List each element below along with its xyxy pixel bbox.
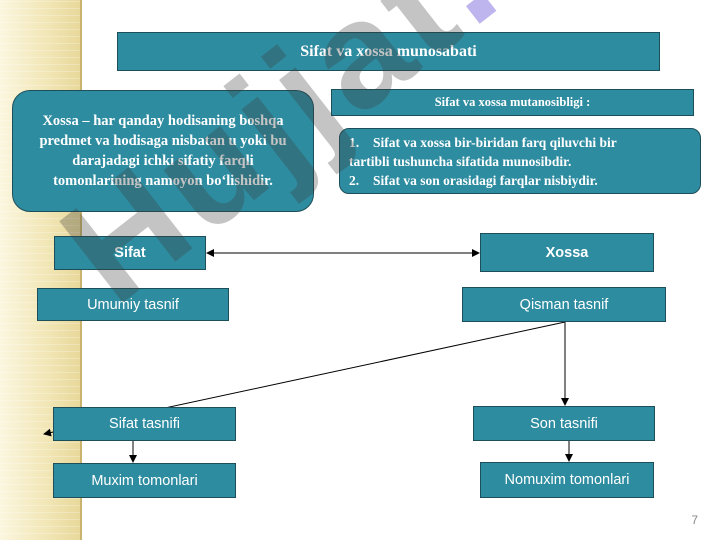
definition-line-1: Xossa – har qanday hodisaning boshqa (42, 113, 284, 129)
node-umumiy-tasnif: Umumiy tasnif (37, 288, 229, 321)
item-1-number: 1. (349, 134, 360, 150)
definition-line-3: darajadagi ichki sifatiy farqli (72, 153, 254, 169)
node-umumiy-tasnif-label: Umumiy tasnif (87, 296, 179, 313)
node-muxim-tomonlari-label: Muxim tomonlari (91, 472, 198, 489)
node-sifat-tasnifi: Sifat tasnifi (53, 407, 236, 441)
slide-title: Sifat va xossa munosabati (117, 32, 660, 71)
page-number: 7 (691, 513, 698, 527)
item-2-line-1: Sifat va son orasidagi farqlar nisbiydir… (373, 172, 598, 188)
mutanosiblik-item-2: 2. Sifat va son orasidagi farqlar nisbiyd… (349, 171, 617, 190)
node-sifat-tasnifi-label: Sifat tasnifi (109, 416, 180, 432)
slide-title-text: Sifat va xossa munosabati (300, 42, 477, 60)
node-qisman-tasnif: Qisman tasnif (462, 287, 666, 322)
item-2-number: 2. (349, 172, 360, 188)
definition-box: Xossa – har qanday hodisaning boshqa pre… (12, 90, 314, 212)
node-son-tasnifi: Son tasnifi (473, 406, 655, 441)
item-1-line-2: tartibli tushuncha sifatida munosibdir. (349, 153, 572, 169)
item-1-line-1: Sifat va xossa bir-biridan farq qiluvchi… (373, 134, 617, 150)
node-sifat-label: Sifat (114, 245, 146, 261)
node-nomuxim-tomonlari: Nomuxim tomonlari (480, 462, 654, 498)
node-son-tasnifi-label: Son tasnifi (530, 415, 598, 432)
node-qisman-tasnif-label: Qisman tasnif (519, 296, 609, 313)
mutanosiblik-title: Sifat va xossa mutanosibligi : (331, 89, 694, 116)
node-sifat: Sifat (54, 236, 206, 270)
node-xossa: Xossa (480, 233, 654, 272)
definition-line-2: predmet va hodisaga nisbatan u yoki bu (39, 133, 287, 149)
mutanosiblik-title-text: Sifat va xossa mutanosibligi : (434, 95, 591, 109)
mutanosiblik-item-1: 1. Sifat va xossa bir-biridan farq qiluvc… (349, 133, 617, 152)
left-strip-border (80, 0, 82, 540)
node-muxim-tomonlari: Muxim tomonlari (53, 463, 236, 498)
node-xossa-label: Xossa (545, 244, 589, 261)
definition-line-4: tomonlarining namoyon bo‘lishidir. (53, 173, 273, 189)
mutanosiblik-list: 1. Sifat va xossa bir-biridan farq qiluvc… (339, 128, 701, 194)
node-nomuxim-tomonlari-label: Nomuxim tomonlari (504, 472, 630, 488)
